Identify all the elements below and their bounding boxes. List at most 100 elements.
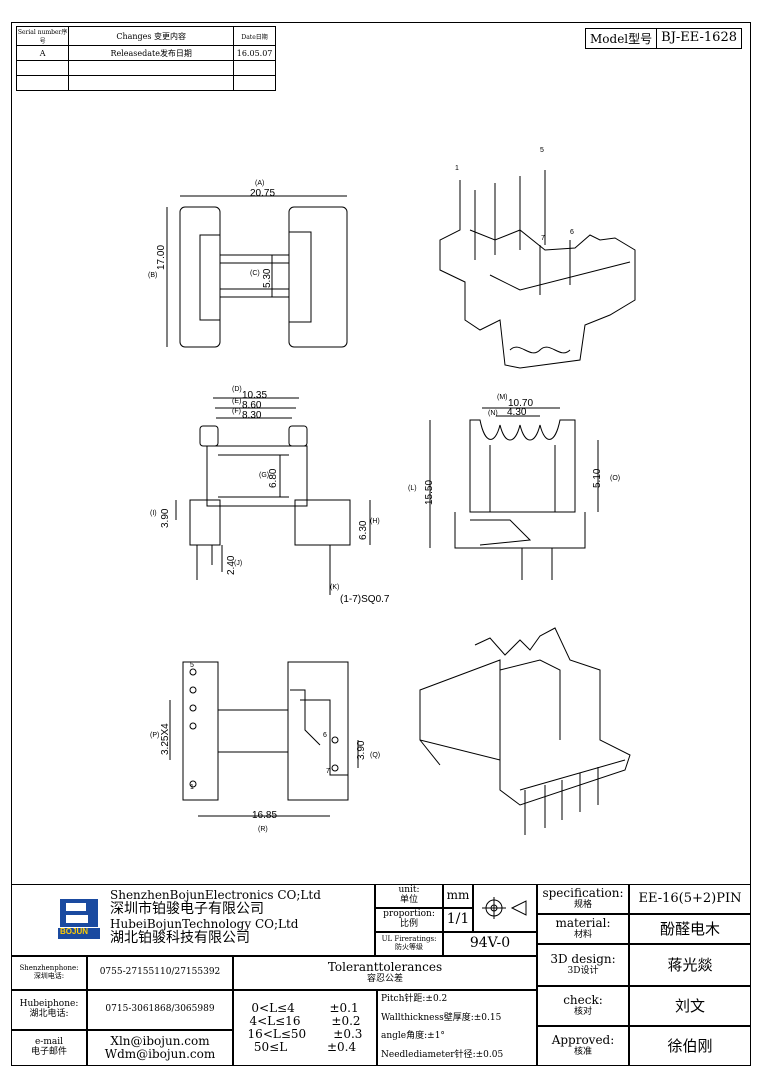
dim-p-ref: (P) [150,732,160,739]
unit-cn: 单位 [399,895,418,905]
unit-value: mm [443,884,473,908]
projection-symbol-icon [473,884,537,932]
dim-l: 15.50 [424,479,435,505]
range: 0<L≤4 [251,1000,295,1015]
dim-f-ref: (F) [232,408,241,415]
fire-label: UL Fireratings: [381,935,437,944]
side-view [429,407,599,580]
dim-l-ref: (L) [408,485,417,492]
note: Wallthickness壁厚度:±0.15 [381,1012,502,1023]
dim-q: 3.90 [356,740,367,760]
proportion-label: proportion: [383,909,435,920]
proportion-value: 1/1 [443,908,473,932]
sz-cn: 深圳电话: [33,972,65,980]
dim-e-ref: (E) [232,398,242,405]
table-row [15,60,276,76]
dim-a: 20.75 [250,188,276,199]
fire-cn: 防火等级 [395,943,423,951]
note: angle角度:±1° [381,1031,445,1042]
dim-i-ref: (I) [150,510,157,517]
pin-range: (1-7) [340,594,362,605]
pin-label: 6 [323,732,327,739]
company-cn-2: 湖北铂骏科技有限公司 [110,929,250,946]
hb-label-cell: Hubeiphone:湖北电话: [11,990,87,1030]
email-label: e-mail [34,1037,64,1048]
dim-n: 4.30 [507,407,527,418]
proportion-cn: 比例 [399,919,418,929]
tolerance-row: 0<L≤4±0.1 [234,1000,376,1015]
dim-n-ref: (N) [488,410,498,417]
email-cn: 电子邮件 [30,1047,67,1057]
design-cn: 3D设计 [567,965,599,976]
dim-h-ref: (H) [370,518,380,525]
dim-q-ref: (Q) [370,752,381,759]
tolerance-notes: Pitch针距:±0.2 Wallthickness壁厚度:±0.15 angl… [377,990,537,1066]
proportion-label-cell: proportion:比例 [375,908,443,932]
fire-value: 94V-0 [443,932,537,956]
dim-r-ref: (R) [258,826,268,833]
dim-m-ref: (M) [497,394,508,401]
tolerance-ranges: 0<L≤4±0.1 4<L≤16 ±0.2 16<L≤50±0.3 50≤L ±0.… [233,990,377,1066]
dim-o-ref: (O) [610,475,621,482]
material-cn: 材料 [573,929,592,940]
sz-label-cell: Shenzhenphone:深圳电话: [11,956,87,990]
dim-p: 3.25X4 [160,723,171,755]
material-label-cell: material:材料 [537,914,629,944]
dim-c: 5.30 [262,268,273,288]
iso-pin-label: 6 [570,229,574,236]
company-names: ShenzhenBojunElectronics CO;Ltd 深圳市铂骏电子有… [110,888,321,946]
range: 16<L≤50 [247,1027,307,1041]
sz-label: Shenzhenphone: [19,964,79,973]
spec-cn: 规格 [573,899,592,910]
title-block: BOJUN ShenzhenBojunElectronics CO;Ltd 深圳… [11,884,751,1066]
technical-drawing [166,170,636,835]
pin-label: 7 [326,768,330,775]
design-label-cell: 3D design:3D设计 [537,944,629,986]
dim-a-ref: (A) [255,180,265,187]
pin-label: 5 [190,662,194,669]
dim-k-ref: (K) [330,584,340,591]
range: 50≤L [253,1040,288,1055]
iso-view-bottom [419,627,631,835]
table-row [15,75,276,91]
dim-e: 8.60 [242,400,262,411]
unit-label: unit: [398,885,420,896]
dim-r: 16.85 [252,810,278,821]
dim-m: 10.70 [508,398,534,409]
email-1[interactable]: Xln@ibojun.com [110,1033,210,1048]
company-en-1: ShenzhenBojunElectronics CO;Ltd [110,888,321,902]
spec-value: EE-16(5+2)PIN [629,884,751,914]
bottom-view [169,661,359,817]
hb-phone: 0715-3061868/3065989 [87,990,233,1030]
spec-label-cell: specification:规格 [537,884,629,914]
bojun-logo-icon [58,899,100,939]
tolerance-title: Toleranttolerances [327,960,443,975]
company-en-2: HubeiBojunTechnology CO;Ltd [110,916,299,931]
dim-d-ref: (D) [232,386,242,393]
tol: ±0.2 [331,1013,361,1028]
dim-o: 5.10 [592,468,603,488]
tol: ±0.4 [326,1040,357,1055]
revision-table: Serial number序号 Changes 变更内容 Date日期 A Re… [15,26,276,91]
model-label: Model型号 [586,29,658,48]
tolerance-row: 16<L≤50±0.3 [234,1027,376,1041]
unit-label-cell: unit:单位 [375,884,443,908]
dim-g-ref: (G) [259,472,270,479]
dim-d: 10.35 [242,390,268,401]
design-label: 3D design: [550,952,616,967]
spec-label: specification: [542,886,624,901]
material-label: material: [555,916,611,931]
top-view [166,195,348,348]
check-cn: 核对 [573,1006,592,1017]
range: 4<L≤16 [249,1013,301,1028]
material-value: 酚醛电木 [629,914,751,944]
tolerance-title-cn: 容忍公差 [366,973,403,984]
email-2[interactable]: Wdm@ibojun.com [104,1047,216,1061]
fire-label-cell: UL Fireratings:防火等级 [375,932,443,956]
note: Needlediameter针径:±0.05 [381,1049,504,1060]
model-box: Model型号 BJ-EE-1628 [585,28,742,49]
design-value: 蒋光燚 [629,944,751,986]
iso-pin-label: 5 [540,147,544,154]
